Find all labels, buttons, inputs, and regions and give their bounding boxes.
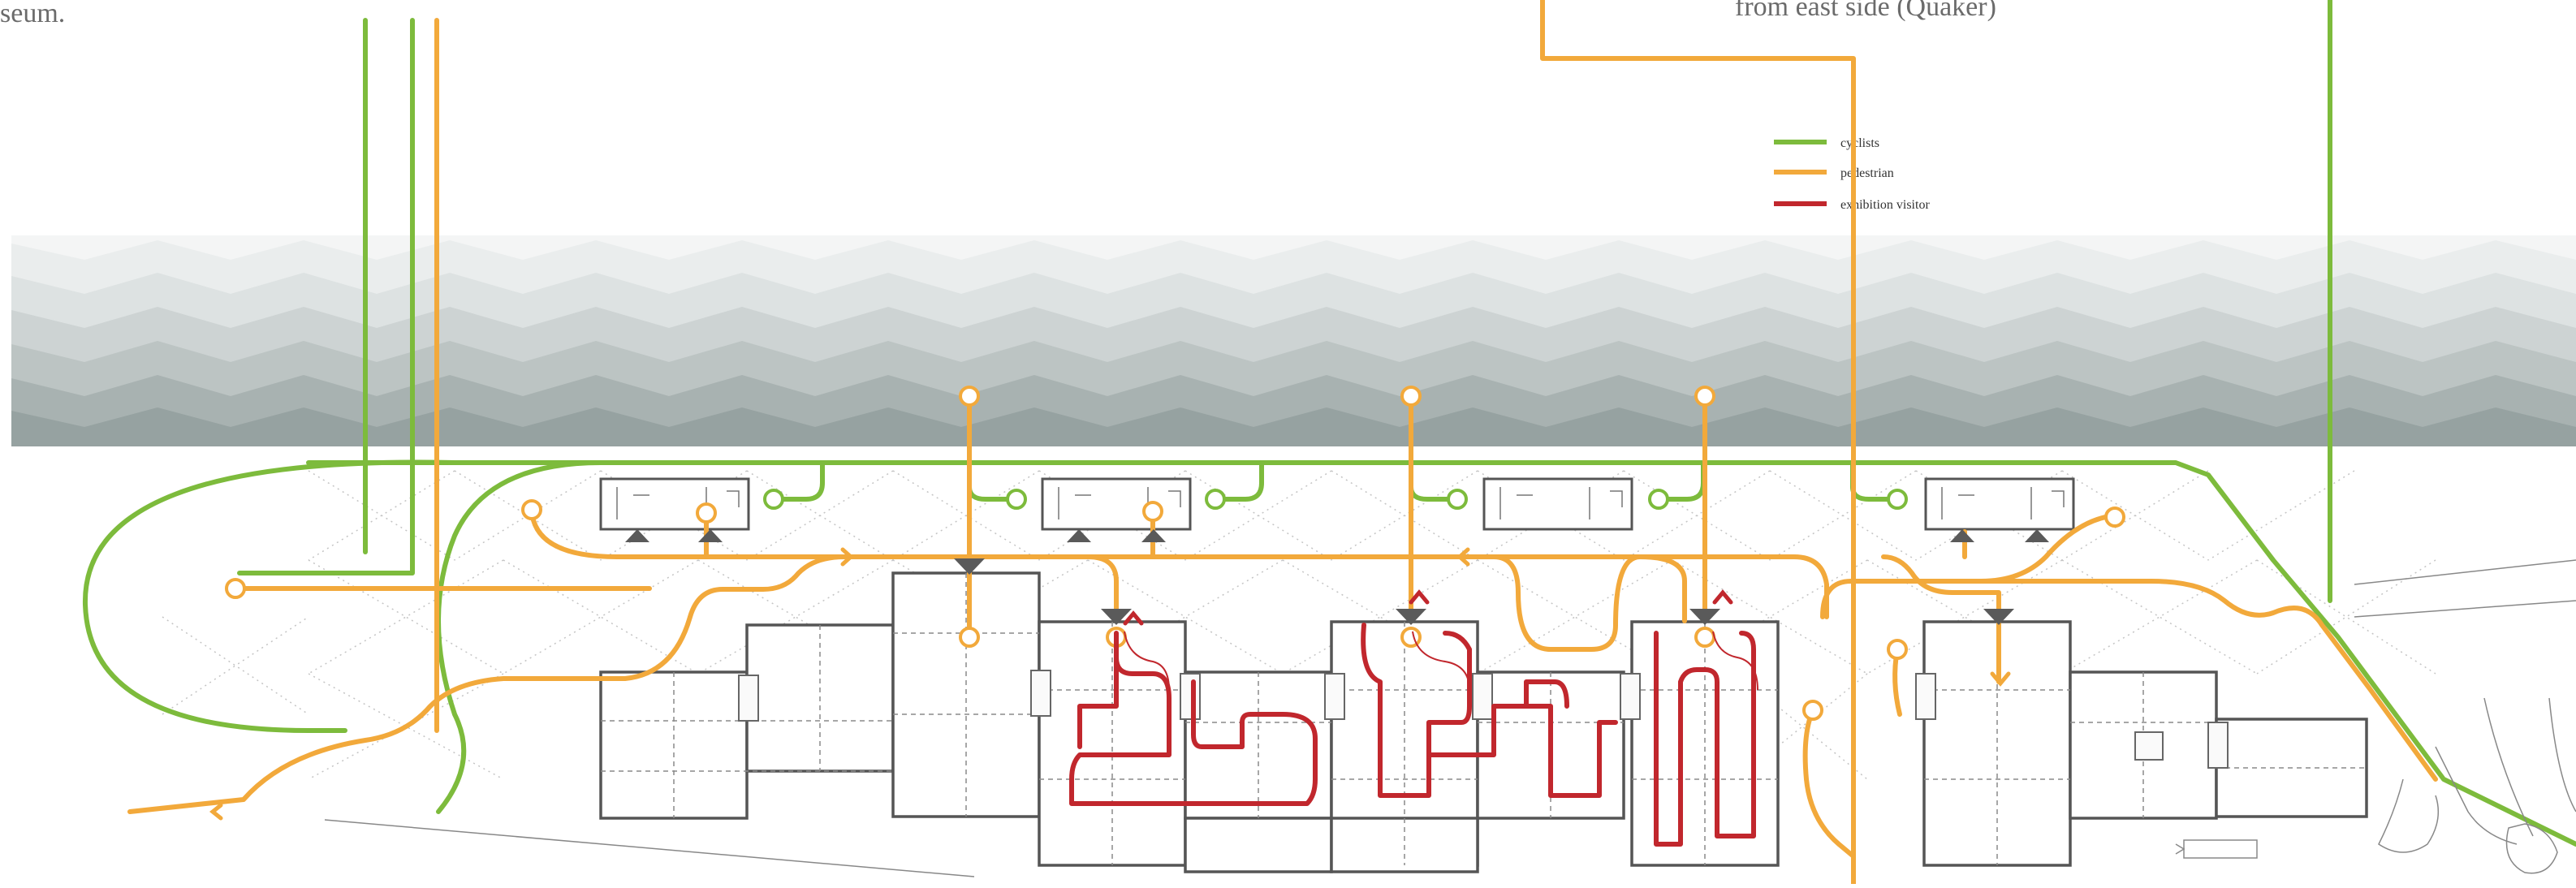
legend-item-pedestrian: pedestrian xyxy=(1774,166,1894,180)
cyclist-routes xyxy=(82,0,2576,847)
legend-label-exhibition-visitor: exhibition visitor xyxy=(1840,198,1930,212)
downward-triangle-icon xyxy=(1396,609,1426,625)
chevron-arrow-icon xyxy=(209,803,223,821)
chevron-arrow-icon xyxy=(1456,547,1470,567)
river-waves xyxy=(11,235,2576,446)
exhibition-visitor-fine-lines xyxy=(1124,631,1758,691)
caption-fragment-right: from east side (Quaker) xyxy=(1735,0,1996,22)
chevron-arrow-icon xyxy=(840,547,854,567)
stair-cores xyxy=(738,670,2229,769)
cyclist-nodes xyxy=(763,489,1908,510)
downward-triangle-icon xyxy=(1689,609,1720,625)
chevron-arrow-icon xyxy=(1409,589,1430,605)
upward-triangle-icon xyxy=(625,529,649,542)
chevron-arrow-icon xyxy=(1990,671,2011,687)
chevron-arrow-icon xyxy=(1712,589,1733,605)
pedestrian-nodes xyxy=(225,386,2125,721)
legend-label-pedestrian: pedestrian xyxy=(1840,166,1894,180)
pedestrian-routes xyxy=(127,0,2438,886)
upward-triangle-icon xyxy=(698,529,723,542)
downward-triangle-icon xyxy=(954,558,985,575)
legend-item-exhibition-visitor: exhibition visitor xyxy=(1774,198,1930,212)
downward-triangle-icon xyxy=(1983,609,2014,625)
pavilion-details xyxy=(616,487,2065,519)
entrance-markers xyxy=(625,529,2049,625)
upward-triangle-icon xyxy=(1950,529,1974,542)
downward-triangle-icon xyxy=(1101,609,1132,625)
upward-triangle-icon xyxy=(1141,529,1166,542)
legend-item-cyclists: cyclists xyxy=(1774,136,1879,150)
exhibition-entrance-chevrons xyxy=(1123,589,1733,626)
caption-fragment-left: seum. xyxy=(0,0,66,28)
landscape-sketch xyxy=(324,559,2576,877)
legend: cyclists pedestrian exhibition visitor xyxy=(1774,136,1930,212)
exhibition-visitor-route xyxy=(1069,623,1756,847)
upward-triangle-icon xyxy=(2025,529,2049,542)
pedestrian-direction-arrows xyxy=(209,547,2011,821)
building-footprints xyxy=(599,571,2368,873)
upward-triangle-icon xyxy=(1067,529,1091,542)
pavilion-row xyxy=(599,477,2075,531)
chevron-arrow-icon xyxy=(1123,610,1144,626)
legend-label-cyclists: cyclists xyxy=(1840,136,1879,150)
